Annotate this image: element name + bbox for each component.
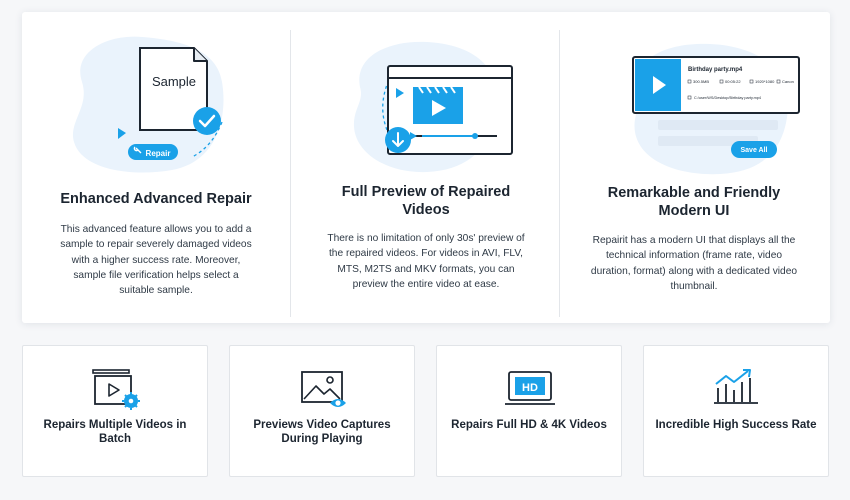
feature-card-previews: Previews Video Captures During Playing	[229, 345, 415, 477]
feature-title: Remarkable and Friendly Modern UI	[607, 185, 781, 219]
file-path: C:/user/WS/Desktop/Birthday party.mp4	[694, 96, 761, 100]
feature-modern-ui: Birthday party.mp4 300.5MB 00:05:22 1920…	[560, 12, 828, 323]
repair-illustration: Sample Repair	[72, 36, 224, 173]
save-all-label: Save All	[741, 147, 768, 154]
preview-illustration	[353, 41, 513, 173]
feature-label: Repairs Multiple Videos in Batch	[43, 419, 187, 445]
top-feature-card: Sample Repair Enhanced Advanced Repair T…	[22, 12, 830, 323]
checkmark-icon	[193, 107, 221, 135]
play-icon	[653, 76, 666, 94]
play-triangle-icon	[118, 128, 126, 139]
feature-label: Repairs Full HD & 4K Videos	[451, 419, 607, 431]
feature-card-success-rate: Incredible High Success Rate	[643, 345, 829, 477]
file-info-card: Birthday party.mp4 300.5MB 00:05:22 1920…	[632, 56, 800, 114]
play-triangle-icon	[396, 88, 404, 98]
hd-monitor-icon: HD	[505, 371, 555, 405]
repair-pill-label: Repair	[146, 149, 171, 158]
document-icon	[139, 47, 208, 131]
feature-label: Incredible High Success Rate	[655, 419, 817, 431]
file-name: Birthday party.mp4	[688, 67, 743, 73]
file-size: 300.5MB	[693, 79, 709, 84]
save-all-button: Save All	[731, 141, 777, 158]
wrench-icon	[133, 146, 142, 154]
sample-doc-label: Sample	[152, 74, 196, 89]
feature-description: This advanced feature allows you to add …	[60, 224, 252, 297]
file-resolution: 1920*1080	[755, 79, 775, 84]
feature-label: Previews Video Captures During Playing	[253, 419, 391, 445]
file-duration: 00:05:22	[725, 79, 741, 84]
clapperboard-icon	[413, 86, 463, 124]
feature-description: There is no limitation of only 30s' prev…	[327, 233, 525, 290]
column-divider	[290, 30, 291, 317]
feature-description: Repairit has a modern UI that displays a…	[590, 235, 798, 292]
file-device: Canon	[782, 79, 794, 84]
feature-full-preview: Full Preview of Repaired Videos There is…	[292, 12, 560, 323]
modern-ui-illustration: Birthday party.mp4 300.5MB 00:05:22 1920…	[632, 43, 800, 175]
repair-pill-button: Repair	[128, 144, 178, 160]
feature-title: Full Preview of Repaired Videos	[341, 184, 511, 218]
feature-enhanced-repair: Sample Repair Enhanced Advanced Repair T…	[22, 12, 290, 323]
image-preview-icon	[301, 371, 346, 407]
feature-title: Enhanced Advanced Repair	[60, 191, 252, 207]
hd-icon-text: HD	[522, 382, 538, 394]
success-chart-icon	[714, 369, 758, 404]
download-icon	[385, 127, 411, 153]
batch-video-icon	[92, 369, 140, 410]
column-divider	[559, 30, 560, 317]
feature-card-hd-4k: HD Repairs Full HD & 4K Videos	[436, 345, 622, 477]
feature-card-batch: Repairs Multiple Videos in Batch	[22, 345, 208, 477]
